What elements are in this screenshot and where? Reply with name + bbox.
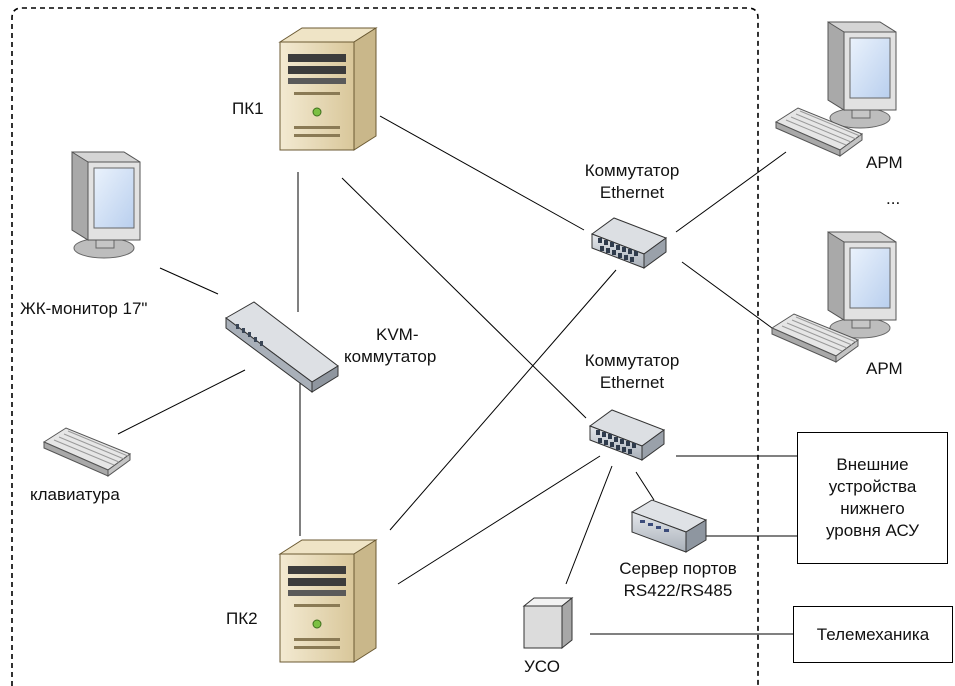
pc1-icon [279,27,377,151]
external-box-line1: Внешние [836,455,909,474]
dashed-boundary [11,7,759,686]
uso-label: УСО [524,657,560,676]
pc2-icon [279,539,377,663]
pc1-label: ПК1 [232,99,264,118]
external-box-line4: уровня АСУ [825,521,920,540]
workstation-bottom-label: АРМ [866,359,903,378]
port-server-label-line2: RS422/RS485 [623,581,733,600]
kvm-switch-icon [225,301,339,393]
workstation-top-label: АРМ [866,153,903,172]
switch-top-label-line1: Коммутатор [584,161,680,180]
external-devices-box: Внешние устройства нижнего уровня АСУ [797,432,948,564]
pc2-label: ПК2 [226,609,258,628]
workstation-top-monitor-icon [827,21,897,129]
ethernet-switch-top-icon [591,217,667,269]
external-box-line3: нижнего [840,499,905,518]
lcd-monitor-label: ЖК-монитор 17" [20,299,148,318]
switch-top-label-line2: Ethernet [599,183,665,202]
switch-top-label: Коммутатор Ethernet [585,160,680,204]
lcd-monitor-icon [71,151,141,259]
keyboard-icon [43,427,131,477]
ellipsis-label: ... [886,189,901,208]
external-box-line2: устройства [828,477,917,496]
port-server-icon [630,499,708,553]
switch-bottom-label-line2: Ethernet [599,373,665,392]
switch-bottom-label: Коммутатор Ethernet [585,350,680,394]
uso-icon [522,596,574,650]
port-server-label: Сервер портов RS422/RS485 [619,558,736,602]
port-server-label-line1: Сервер портов [619,559,737,578]
switch-bottom-label-line1: Коммутатор [584,351,680,370]
connection-lines [117,115,797,635]
ethernet-switch-bottom-icon [589,409,665,461]
telemechanics-box: Телемеханика [793,606,953,663]
workstation-bottom-monitor-icon [827,231,897,339]
kvm-label-line1: KVM- [376,325,419,344]
kvm-label-line2: коммутатор [344,347,437,366]
kvm-switch-label: KVM- коммутатор [344,324,436,368]
keyboard-label: клавиатура [30,485,120,504]
